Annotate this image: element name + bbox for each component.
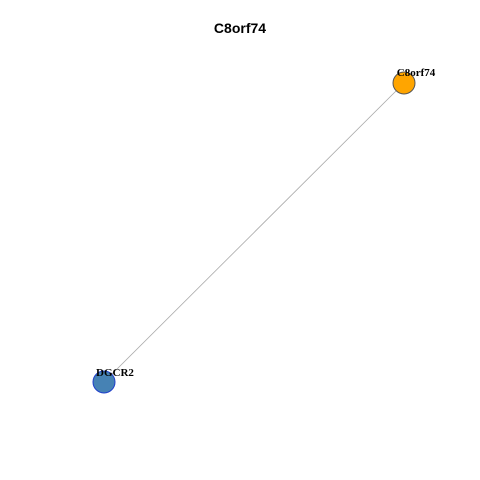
node-label-c8orf74: C8orf74 [397, 67, 436, 79]
node-label-dgcr2: DGCR2 [96, 367, 134, 379]
graph-title: C8orf74 [213, 20, 267, 36]
node-c8orf74[interactable]: C8orf74 [392, 67, 436, 95]
node-circle-c8orf74[interactable] [392, 71, 416, 95]
node-circle-dgcr2[interactable] [92, 370, 116, 394]
edge-c8orf74-dgcr2 [103, 82, 405, 383]
node-dgcr2[interactable]: DGCR2 [92, 367, 134, 394]
